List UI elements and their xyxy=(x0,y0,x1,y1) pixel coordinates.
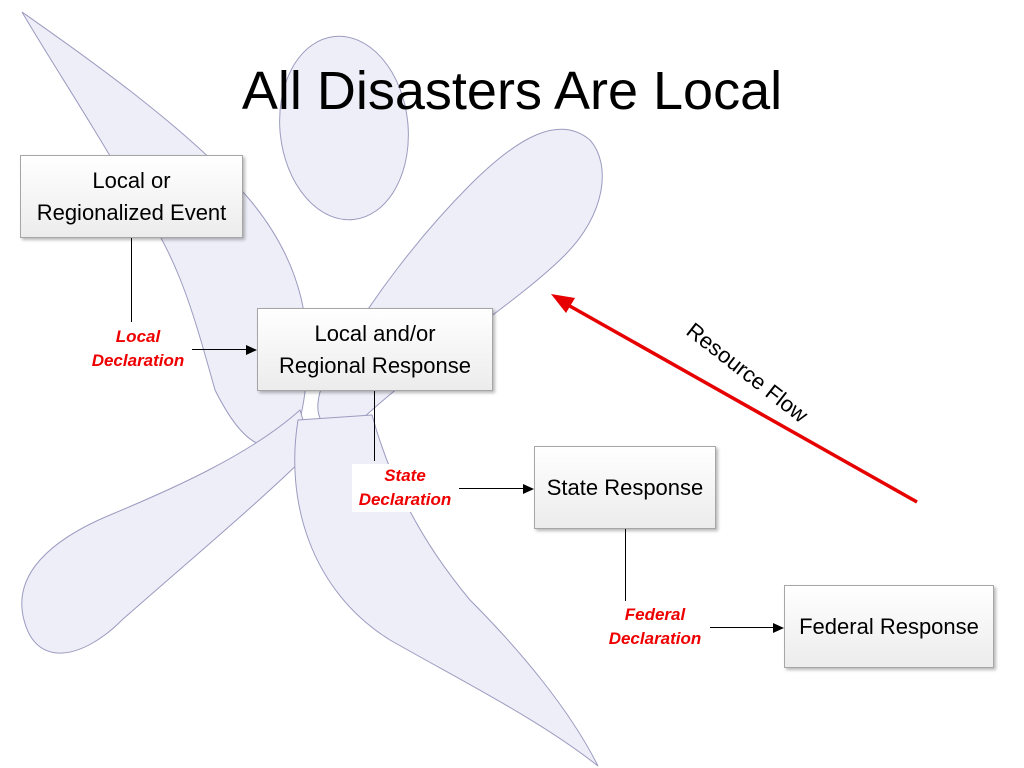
local-response-box: Local and/or Regional Response xyxy=(257,308,493,391)
figure-head xyxy=(279,35,409,221)
state-declaration: State Declaration xyxy=(352,464,458,512)
federal-declaration-line2: Declaration xyxy=(608,628,702,648)
state-response-box: State Response xyxy=(534,446,716,529)
local-response-line2: Regional Response xyxy=(278,352,472,378)
federal-arrow-head xyxy=(773,623,784,633)
local-declaration: Local Declaration xyxy=(84,325,192,373)
event-box-line2: Regionalized Event xyxy=(36,199,227,225)
state-declaration-line2: Declaration xyxy=(358,489,452,509)
event-box-line1: Local or xyxy=(92,167,171,193)
local-arrow-head xyxy=(246,345,257,355)
local-response-connector-line xyxy=(374,391,375,461)
federal-declaration: Federal Declaration xyxy=(600,603,710,651)
state-arrow-line xyxy=(459,488,526,489)
local-declaration-line1: Local xyxy=(115,327,161,346)
federal-arrow-line xyxy=(710,627,776,628)
state-declaration-line1: State xyxy=(384,466,426,485)
federal-declaration-line1: Federal xyxy=(624,605,686,624)
local-arrow-line xyxy=(192,349,248,350)
state-arrow-head xyxy=(523,484,534,494)
state-response-label: State Response xyxy=(546,474,704,500)
figure-leg-left xyxy=(21,409,313,654)
event-box: Local or Regionalized Event xyxy=(20,155,243,238)
federal-response-label: Federal Response xyxy=(799,613,979,639)
page-title: All Disasters Are Local xyxy=(241,61,783,121)
event-connector-line xyxy=(131,238,132,322)
local-response-line1: Local and/or xyxy=(314,320,436,346)
local-declaration-line2: Declaration xyxy=(91,350,185,370)
state-response-connector-line xyxy=(625,529,626,601)
federal-response-box: Federal Response xyxy=(784,585,994,668)
